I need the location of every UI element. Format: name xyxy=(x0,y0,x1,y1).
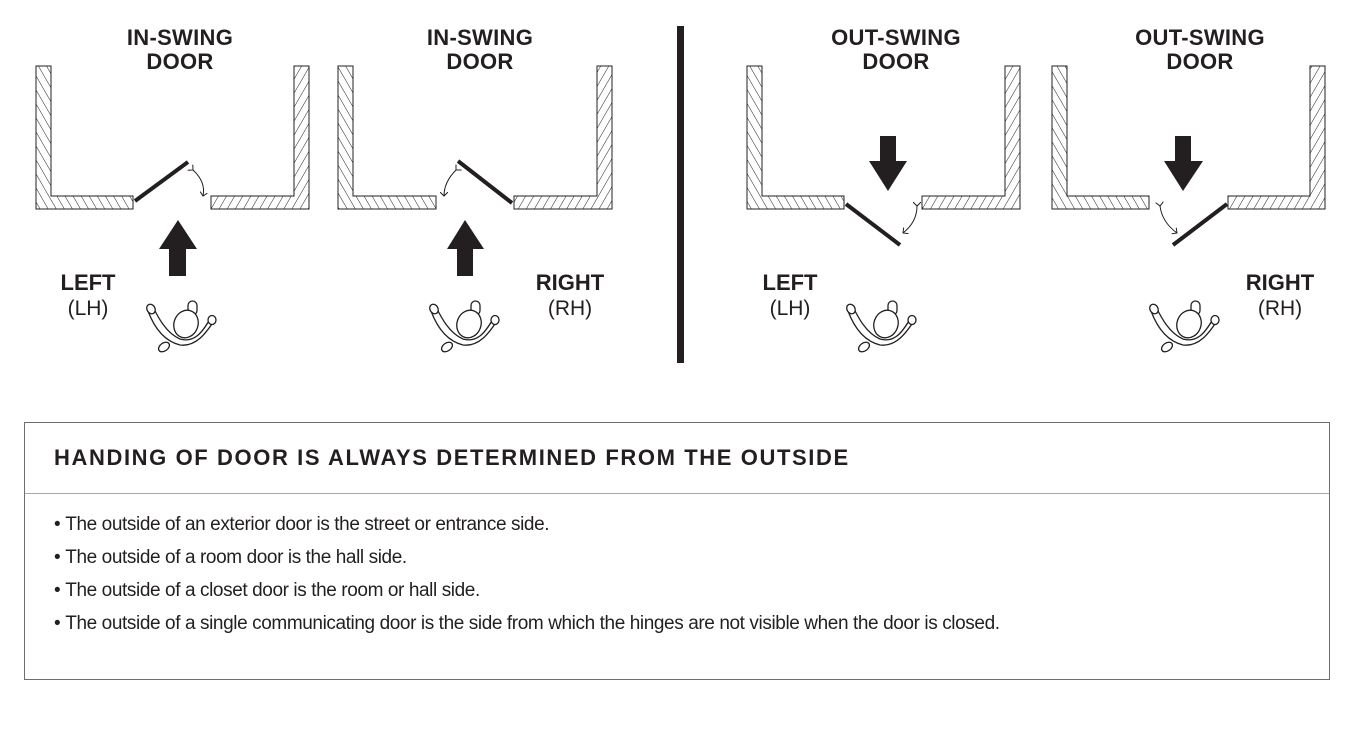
info-bullet: The outside of a closet door is the room… xyxy=(54,574,1329,607)
section-divider xyxy=(677,26,684,363)
approach-arrow-up-icon xyxy=(159,220,197,276)
info-bullet: The outside of a room door is the hall s… xyxy=(54,541,1329,574)
handing-info-box: HANDING OF DOOR IS ALWAYS DETERMINED FRO… xyxy=(24,422,1330,680)
diagram-outswing-left xyxy=(746,65,1021,355)
info-bullet: The outside of an exterior door is the s… xyxy=(54,508,1329,541)
door-handing-diagrams xyxy=(35,26,1326,363)
info-bullet-list: The outside of an exterior door is the s… xyxy=(25,494,1329,640)
diagram-outswing-right xyxy=(1051,65,1326,355)
handing-label: LEFT(LH) xyxy=(60,270,116,320)
diagram-inswing-left xyxy=(35,65,310,355)
direction-arrow-down-icon xyxy=(869,136,907,191)
direction-arrow-down-icon xyxy=(1164,136,1203,191)
handing-label: RIGHT(RH) xyxy=(1245,270,1315,320)
handing-label: RIGHT(RH) xyxy=(535,270,605,320)
handing-label: LEFT(LH) xyxy=(762,270,818,320)
diagram-inswing-right xyxy=(337,65,613,355)
approach-arrow-up-icon xyxy=(447,220,484,276)
info-bullet: The outside of a single communicating do… xyxy=(54,607,1329,640)
info-heading: HANDING OF DOOR IS ALWAYS DETERMINED FRO… xyxy=(25,423,1329,494)
